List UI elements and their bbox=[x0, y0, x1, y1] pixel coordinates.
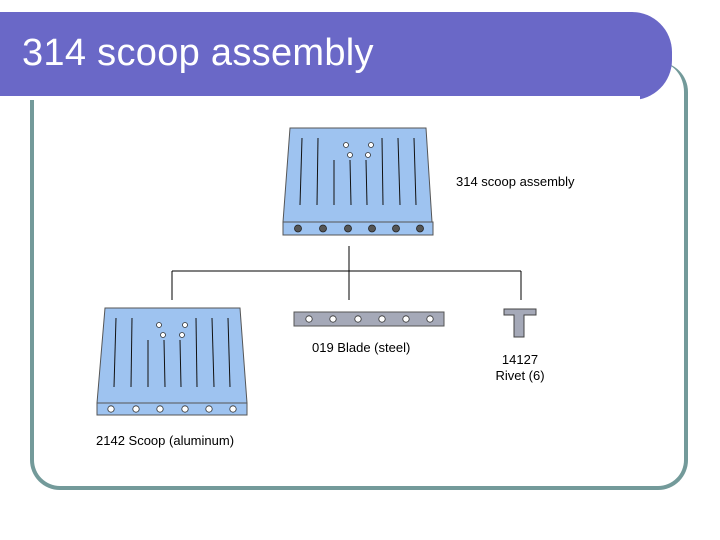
rivet-label: Rivet (6) bbox=[495, 368, 545, 383]
assembly-label: 314 scoop assembly bbox=[456, 174, 575, 189]
rivet-part-number: 14127 bbox=[501, 352, 539, 367]
scoop-label: 2142 Scoop (aluminum) bbox=[96, 433, 235, 448]
title-bar bbox=[0, 12, 672, 100]
slide-title: 314 scoop assembly bbox=[22, 32, 374, 74]
blade-part bbox=[293, 311, 445, 327]
tree-connectors bbox=[171, 246, 522, 300]
blade-label: 019 Blade (steel) bbox=[312, 340, 411, 355]
title-underline bbox=[0, 96, 640, 100]
scoop-part bbox=[96, 307, 248, 416]
assembly-scoop-part bbox=[282, 127, 434, 236]
rivet-part bbox=[503, 308, 537, 338]
slide-frame bbox=[30, 62, 688, 490]
